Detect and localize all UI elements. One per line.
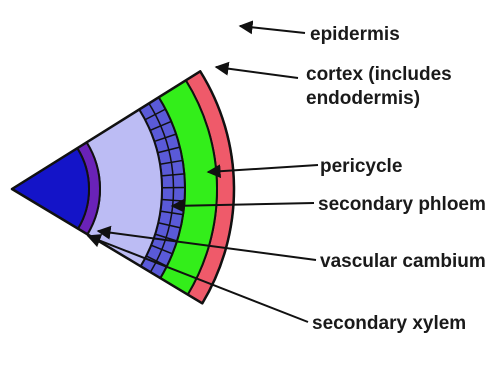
label-cortex-line2: endodermis) — [306, 88, 420, 109]
label-pericycle: pericycle — [320, 156, 402, 177]
label-secondary-phloem: secondary phloem — [318, 194, 486, 215]
secondary-xylem-region — [12, 148, 89, 228]
leader-epidermis — [240, 26, 305, 33]
tissue-wedge — [12, 71, 234, 303]
label-secondary-xylem: secondary xylem — [312, 313, 466, 334]
labels: epidermis cortex (includes endodermis) p… — [306, 24, 486, 334]
label-vascular-cambium: vascular cambium — [320, 251, 486, 272]
label-cortex-line1: cortex (includes — [306, 64, 452, 85]
leader-cortex — [216, 67, 298, 78]
label-epidermis: epidermis — [310, 24, 400, 45]
